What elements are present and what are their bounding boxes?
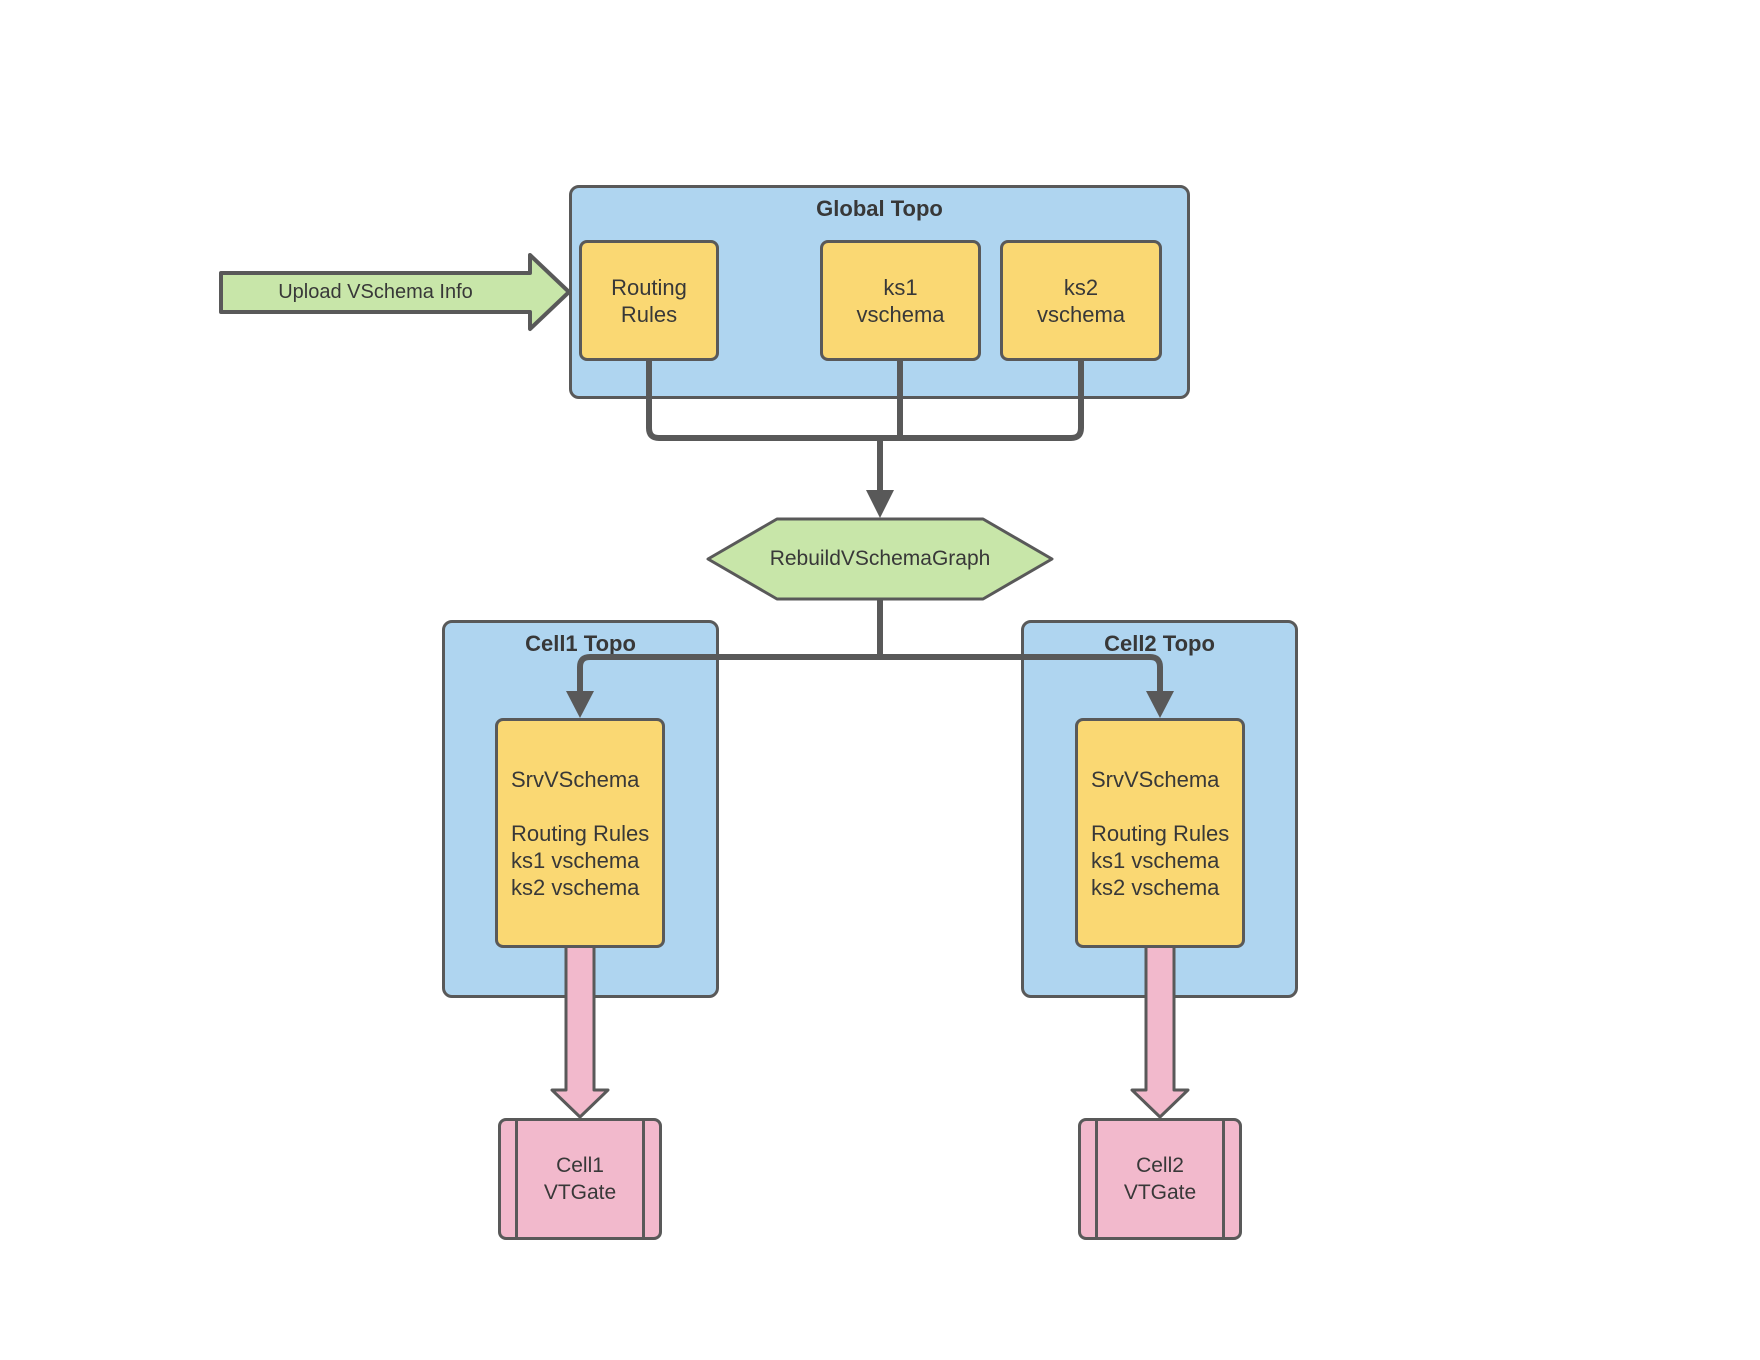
cell1-srvvschema-to-vtgate-arrow bbox=[550, 943, 610, 1119]
node-ks2-vschema-label: ks2 vschema bbox=[1036, 274, 1126, 327]
cell1-topo-title: Cell1 Topo bbox=[525, 631, 636, 656]
node-ks2-vschema: ks2 vschema bbox=[1000, 240, 1162, 361]
connector-cell-branch-bus bbox=[577, 654, 1163, 694]
cell2-srvvschema-to-vtgate-arrow bbox=[1130, 943, 1190, 1119]
vtgate-right-bar bbox=[642, 1121, 645, 1237]
upload-vschema-arrow-shape bbox=[219, 253, 571, 331]
arrowhead-into-cell1 bbox=[566, 691, 594, 718]
arrowhead-into-rebuild bbox=[866, 490, 894, 518]
cell2-vtgate-label: Cell2 VTGate bbox=[1123, 1154, 1197, 1204]
cell1-srvvschema-label: SrvVSchema Routing Rules ks1 vschema ks2… bbox=[511, 766, 650, 900]
cell2-srvvschema-box: SrvVSchema Routing Rules ks1 vschema ks2… bbox=[1075, 718, 1245, 948]
rebuild-hexagon-label: RebuildVSchemaGraph bbox=[769, 547, 991, 570]
node-ks1-vschema-label: ks1 vschema bbox=[856, 274, 945, 327]
node-routing-rules-label: Routing Rules bbox=[611, 274, 687, 327]
global-topo-title: Global Topo bbox=[816, 196, 943, 221]
node-ks1-vschema: ks1 vschema bbox=[820, 240, 981, 361]
vtgate-left-bar bbox=[1095, 1121, 1098, 1237]
arrowhead-into-cell2 bbox=[1146, 691, 1174, 718]
connector-global-bus bbox=[646, 361, 1084, 441]
cell2-topo-title: Cell2 Topo bbox=[1104, 631, 1215, 656]
upload-vschema-arrow-label: Upload VSchema Info bbox=[278, 281, 473, 303]
cell2-srvvschema-label: SrvVSchema Routing Rules ks1 vschema ks2… bbox=[1091, 766, 1230, 900]
cell1-vtgate-box: Cell1 VTGate bbox=[498, 1118, 662, 1240]
cell1-srvvschema-box: SrvVSchema Routing Rules ks1 vschema ks2… bbox=[495, 718, 665, 948]
rebuild-hexagon-shape bbox=[706, 517, 1054, 601]
vtgate-right-bar bbox=[1222, 1121, 1225, 1237]
cell1-vtgate-label: Cell1 VTGate bbox=[543, 1154, 617, 1204]
node-routing-rules: Routing Rules bbox=[579, 240, 719, 361]
vtgate-left-bar bbox=[515, 1121, 518, 1237]
cell2-vtgate-box: Cell2 VTGate bbox=[1078, 1118, 1242, 1240]
